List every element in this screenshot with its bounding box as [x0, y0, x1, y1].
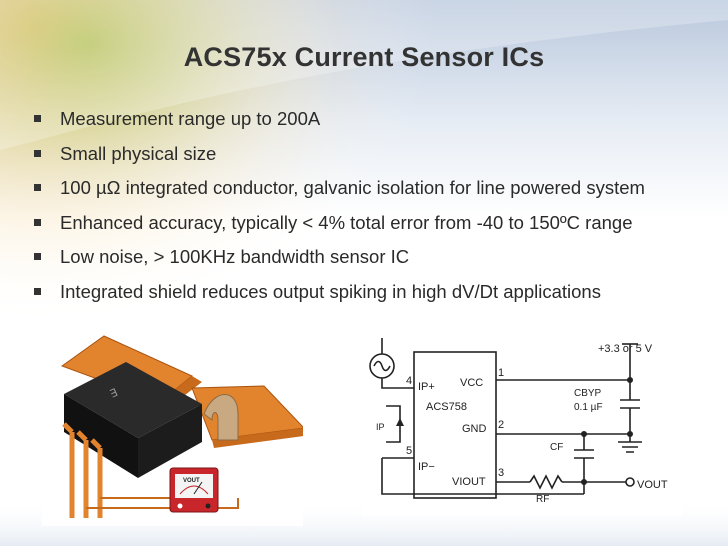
bullet-square-icon: [34, 218, 41, 226]
pin-name: GND: [462, 423, 487, 435]
supply-label: +3.3 or 5 V: [598, 343, 653, 355]
application-schematic: +3.3 or 5 V 4 IP+ 5 IP− 1 VCC 2 GND 3 VI…: [362, 330, 682, 516]
ic-box: [413, 351, 497, 499]
current-arrow-icon: [396, 418, 404, 426]
cbyp-label: CBYP: [574, 388, 602, 399]
bullet-square-icon: [34, 287, 41, 295]
bullet-square-icon: [34, 253, 41, 261]
pin-number: 4: [406, 375, 412, 387]
ic-package-body: [64, 362, 202, 438]
pin-number: 3: [498, 467, 504, 479]
meter-label: VOUT: [183, 478, 200, 484]
pin-number: 5: [406, 445, 412, 457]
voltmeter-icon: VOUT: [169, 467, 219, 513]
cbyp-value: 0.1 µF: [574, 402, 603, 413]
pin-number: 1: [498, 367, 504, 379]
vout-label: VOUT: [637, 479, 668, 491]
bullet-square-icon: [34, 149, 41, 157]
pin-name: VCC: [460, 377, 483, 389]
bullet-square-icon: [34, 184, 41, 192]
pin-name: VIOUT: [452, 476, 486, 488]
pin-number: 2: [498, 419, 504, 431]
rf-label: RF: [536, 494, 549, 505]
pin-name: IP+: [418, 381, 435, 393]
cf-label: CF: [550, 442, 563, 453]
pin-name: IP−: [418, 461, 435, 473]
svg-text:∃: ∃: [108, 387, 119, 401]
current-label: IP: [376, 422, 385, 432]
bullet-square-icon: [34, 115, 41, 122]
sensor-package-illustration: ∃ VOUT: [42, 328, 303, 526]
ic-name: ACS758: [426, 401, 467, 413]
slide-title: ACS75x Current Sensor ICs: [183, 42, 545, 72]
